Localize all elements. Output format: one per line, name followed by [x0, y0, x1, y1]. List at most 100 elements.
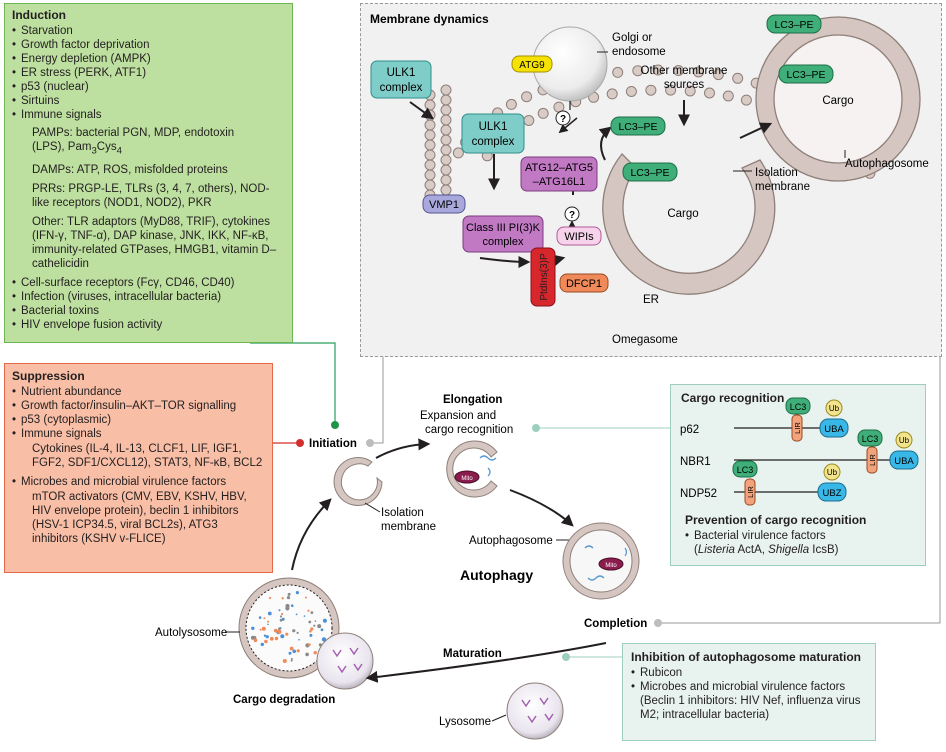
nbr1-lc3: LC3 [862, 434, 879, 444]
induction-item: Immune signals [12, 108, 285, 122]
cargo-label-1: Cargo [667, 208, 698, 220]
membrane-panel: Membrane dynamics ULK1 com [370, 12, 929, 346]
suppression-item: Immune signals [12, 427, 265, 441]
pamps-line-2: (LPS), Pam [32, 141, 92, 153]
autolysosome-label: Autolysosome [155, 627, 227, 639]
autophagosome-label-top: Autophagosome [845, 158, 929, 170]
suppression-item: Nutrient abundance [12, 385, 265, 399]
inhibition-title: Inhibition of autophagosome maturation [631, 650, 861, 664]
ulk1-label-a-2: complex [380, 82, 423, 94]
nbr1-uba: UBA [894, 456, 914, 467]
ndp52-ubz: UBZ [823, 488, 842, 499]
pamps-text: PAMPs: bacterial PGN, MDP, endotoxin (LP… [12, 126, 285, 158]
receptor-p62: p62 [680, 424, 699, 436]
p62-lc3: LC3 [790, 402, 807, 412]
connector-lines [250, 342, 336, 423]
omegasome-label: Omegasome [612, 334, 678, 346]
suppression-microbes-detail: mTOR activators (CMV, EBV, KSHV, HBV, HI… [32, 491, 247, 545]
lc3pe-label-1: LC3–PE [618, 121, 657, 133]
question-mark-1: ? [560, 114, 566, 125]
ulk1-label-b-1: ULK1 [479, 121, 508, 133]
ndp52-ub: Ub [827, 468, 838, 477]
induction-list: Starvation Growth factor deprivation Ene… [12, 24, 285, 122]
induction-item: Infection (viruses, intracellular bacter… [12, 290, 285, 304]
pamps-sub2: 4 [116, 145, 122, 157]
suppression-list-2: Microbes and microbial virulence factors [12, 475, 265, 489]
p62-uba: UBA [824, 424, 844, 435]
completion-label: Completion [584, 618, 647, 630]
pi3k-label-1: Class III PI(3)K [466, 222, 541, 234]
suppression-item: Growth factor/insulin–AKT–TOR signalling [12, 399, 265, 413]
initiation-label: Initiation [309, 438, 357, 450]
cargo-degradation-label: Cargo degradation [233, 694, 335, 706]
dfcp1-label: DFCP1 [566, 278, 602, 290]
receptor-ndp52: NDP52 [680, 488, 717, 500]
induction-item: Starvation [12, 24, 285, 38]
suppression-connector-dot [296, 439, 304, 447]
suppression-title: Suppression [12, 369, 85, 383]
cargo-label-2: Cargo [822, 95, 853, 107]
induction-item: Bacterial toxins [12, 304, 285, 318]
induction-title: Induction [12, 8, 66, 22]
membrane-title: Membrane dynamics [370, 12, 489, 26]
nbr1-ub: Ub [899, 436, 910, 445]
inhibition-item: Rubicon [631, 666, 867, 680]
lc3pe-label-3: LC3–PE [774, 19, 813, 31]
ptdins-label: PtdIns(3)P [539, 253, 550, 301]
golgi-label-1: Golgi or [612, 32, 652, 44]
expansion-label-2: cargo recognition [425, 424, 513, 436]
other-signals-text: Other: TLR adaptors (MyD88, TRIF), cytok… [32, 216, 277, 271]
vmp1-label: VMP1 [429, 199, 459, 211]
prrs-text: PRRs: PRGP-LE, TLRs (3, 4, 7, others), N… [32, 183, 270, 210]
atg12-label-1: ATG12–ATG5 [525, 162, 593, 174]
mito-label-1: Mito [461, 476, 473, 482]
pamps-sub: 3 [91, 145, 97, 157]
receptor-nbr1: NBR1 [680, 456, 711, 468]
p62-ub: Ub [829, 404, 840, 413]
lc3pe-label-2: LC3–PE [630, 167, 669, 179]
mito-label-2: Mito [605, 563, 617, 569]
cycle-autophagosome: Autophagosome [469, 535, 553, 547]
induction-item: p53 (nuclear) [12, 80, 285, 94]
p62-lir: LIR [793, 422, 802, 434]
suppression-list: Nutrient abundance Growth factor/insulin… [12, 385, 265, 441]
atg9-label: ATG9 [519, 60, 545, 71]
degraded-cargo-dots [250, 591, 327, 663]
expansion-label-1: Expansion and [420, 410, 496, 422]
induction-item: Energy depletion (AMPK) [12, 52, 285, 66]
ndp52-lir: LIR [746, 486, 755, 498]
nbr1-lir: LIR [868, 454, 877, 466]
suppression-item: p53 (cytoplasmic) [12, 413, 265, 427]
inhibition-list: Rubicon Microbes and microbial virulence… [631, 666, 867, 722]
induction-item: ER stress (PERK, ATF1) [12, 66, 285, 80]
autophagy-label: Autophagy [460, 567, 533, 583]
isolation-label-2: membrane [755, 181, 810, 193]
ulk1-label-b-2: complex [472, 136, 515, 148]
er-label: ER [643, 294, 659, 306]
lysosome-label: Lysosome [439, 716, 491, 728]
ndp52-lc3: LC3 [737, 465, 754, 475]
ulk1-label-a-1: ULK1 [387, 67, 416, 79]
isolation-membrane-shape [602, 153, 776, 295]
cargo-receptors: p62 NBR1 NDP52 LIR LC3 UBA Ub LIR LC3 UB… [680, 397, 919, 506]
pi3k-label-2: complex [483, 236, 524, 248]
isolation-label-1: Isolation [755, 167, 798, 179]
cycle-isolation-1: Isolation [381, 507, 424, 519]
golgi-label-2: endosome [612, 46, 666, 58]
induction-item: Cell-surface receptors (Fcγ, CD46, CD40) [12, 276, 285, 290]
induction-list-2: Cell-surface receptors (Fcγ, CD46, CD40)… [12, 276, 285, 332]
inhibition-box: Inhibition of autophagosome maturation R… [622, 643, 876, 741]
other-sources-1: Other membrane [641, 65, 728, 77]
inhibition-item: Microbes and microbial virulence factors… [631, 680, 867, 722]
induction-box: Induction Starvation Growth factor depri… [4, 3, 293, 343]
mitochondrion-icon [598, 557, 624, 571]
cycle-isolation-2: membrane [381, 521, 436, 533]
elongation-label: Elongation [443, 394, 502, 406]
maturation-label: Maturation [443, 648, 502, 660]
atg12-label-2: –ATG16L1 [533, 176, 585, 188]
pamps-line-3: Cys [96, 141, 117, 153]
other-sources-2: sources [664, 79, 705, 91]
autophagy-cycle: Initiation Isolation membrane Elongation… [155, 394, 647, 740]
pamps-line-1: PAMPs: bacterial PGN, MDP, endotoxin [32, 127, 235, 139]
